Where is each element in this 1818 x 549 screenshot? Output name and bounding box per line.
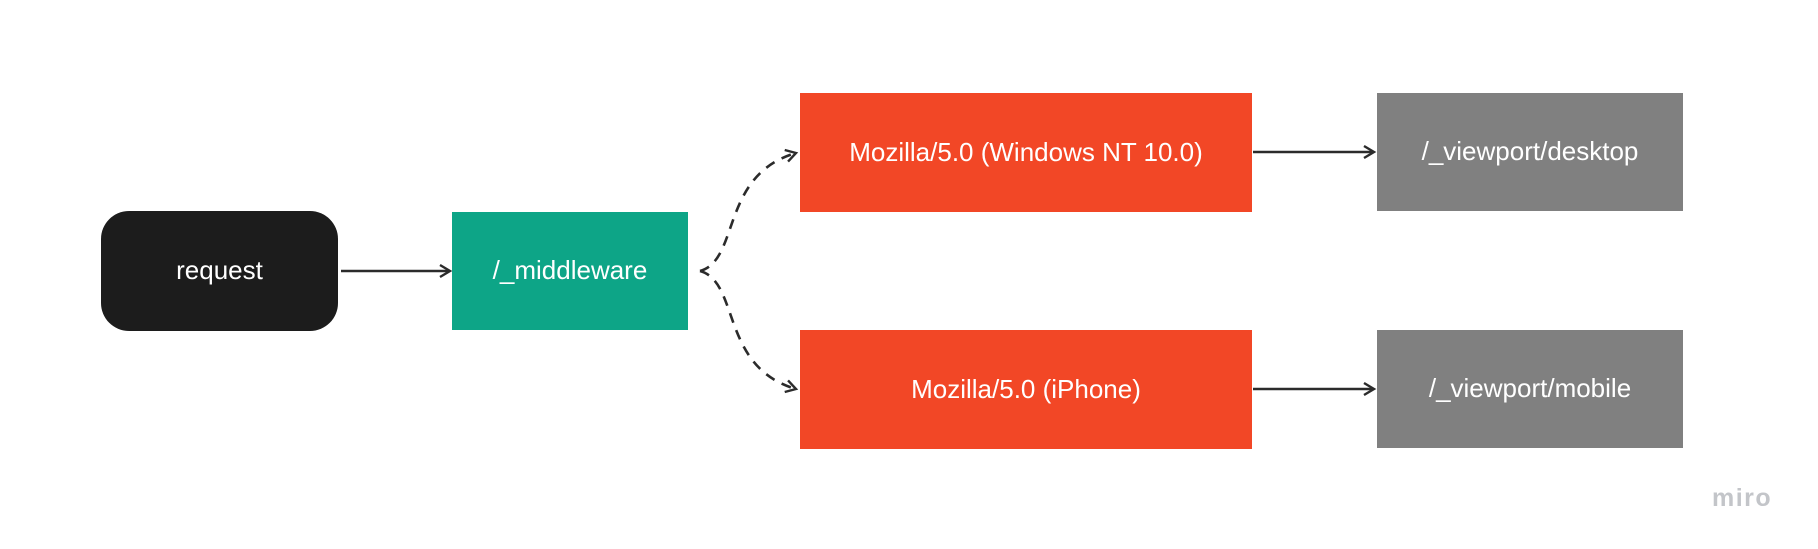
- edge-middleware-to-ua-desktop: [699, 148, 799, 273]
- node-viewport-desktop[interactable]: /_viewport/desktop: [1377, 93, 1683, 211]
- edge-middleware-to-ua-mobile: [699, 269, 799, 394]
- node-middleware[interactable]: /_middleware: [452, 212, 688, 330]
- node-user-agent-desktop[interactable]: Mozilla/5.0 (Windows NT 10.0): [800, 93, 1252, 212]
- node-user-agent-mobile[interactable]: Mozilla/5.0 (iPhone): [800, 330, 1252, 449]
- node-request[interactable]: request: [101, 211, 338, 331]
- node-viewport-mobile[interactable]: /_viewport/mobile: [1377, 330, 1683, 448]
- miro-watermark[interactable]: miro: [1712, 484, 1773, 512]
